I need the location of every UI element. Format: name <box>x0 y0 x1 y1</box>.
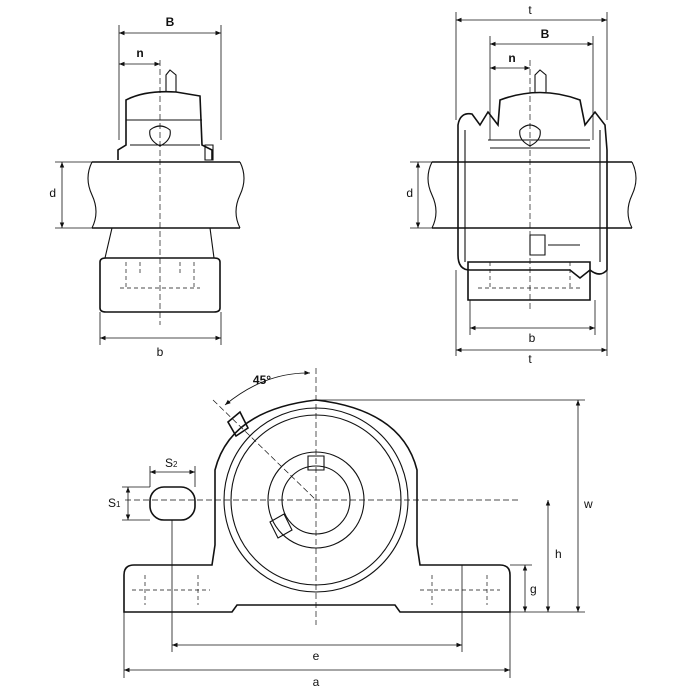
base-block <box>99 257 221 313</box>
grease-fitting <box>226 410 250 438</box>
grease-nipple <box>534 69 547 92</box>
dim-g-label: g <box>530 582 537 596</box>
dim-t-top-label: t <box>528 3 532 17</box>
dim-b-label: b <box>157 345 164 359</box>
shaft <box>432 161 632 229</box>
housing-body <box>123 399 511 613</box>
dim-n-label: n <box>508 51 515 65</box>
angle-label: 45° <box>253 373 271 387</box>
front-view: t B n d b t <box>406 3 637 366</box>
dim-e-label: e <box>313 649 320 663</box>
dim-B-label: B <box>541 27 550 41</box>
shaft <box>92 161 240 229</box>
dim-n-label: n <box>136 46 143 60</box>
dim-w-label: w <box>583 497 593 511</box>
dim-b-label: b <box>529 331 536 345</box>
plan-view: 45° S2 S1 w h g e a <box>108 368 593 689</box>
dim-a-label: a <box>313 675 320 689</box>
dim-d-label: d <box>406 186 413 200</box>
dim-t-bottom-label: t <box>528 352 532 366</box>
angle-arc <box>224 370 311 406</box>
base-block <box>467 261 591 301</box>
dim-B-label: B <box>166 15 175 29</box>
dim-S2-label: S2 <box>165 456 178 470</box>
dim-d-label: d <box>49 186 56 200</box>
dim-S1-label: S1 <box>108 496 121 510</box>
side-view: B n d b <box>49 15 245 359</box>
grease-nipple <box>165 69 177 92</box>
dim-h-label: h <box>555 547 562 561</box>
slot-S1 <box>149 486 196 521</box>
bearing-housing <box>117 90 213 160</box>
housing-outline <box>457 91 608 280</box>
